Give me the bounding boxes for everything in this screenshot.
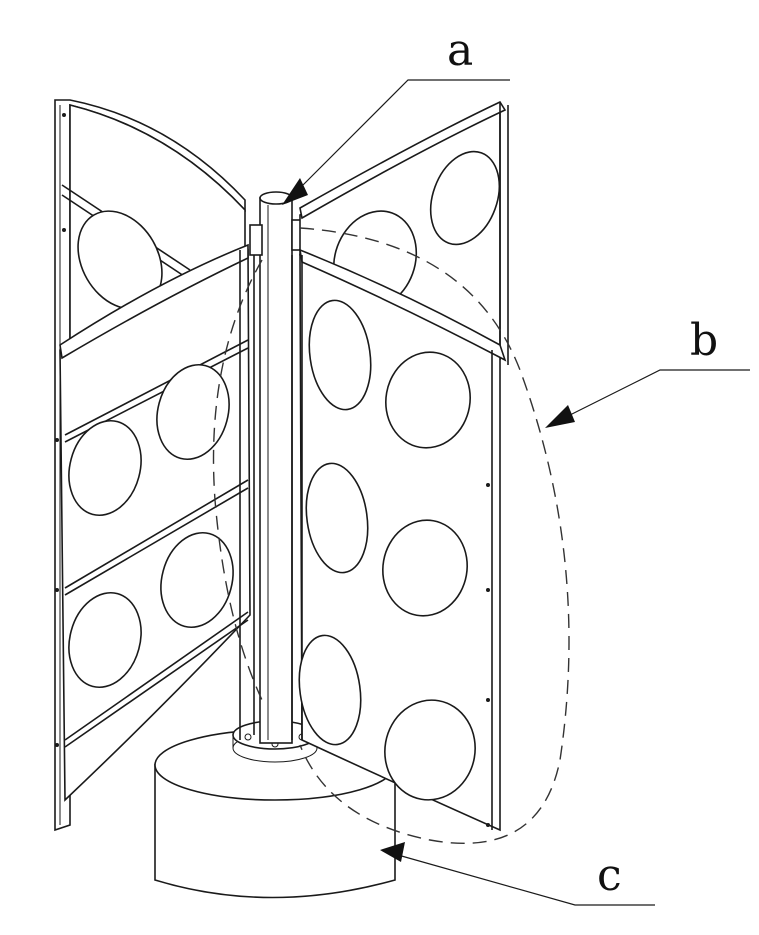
right-front-vane bbox=[292, 250, 505, 830]
central-shaft bbox=[250, 192, 304, 743]
label-b: b bbox=[690, 315, 718, 366]
label-a: a bbox=[447, 25, 473, 76]
leader-b bbox=[545, 370, 750, 428]
label-c: c bbox=[597, 850, 622, 901]
